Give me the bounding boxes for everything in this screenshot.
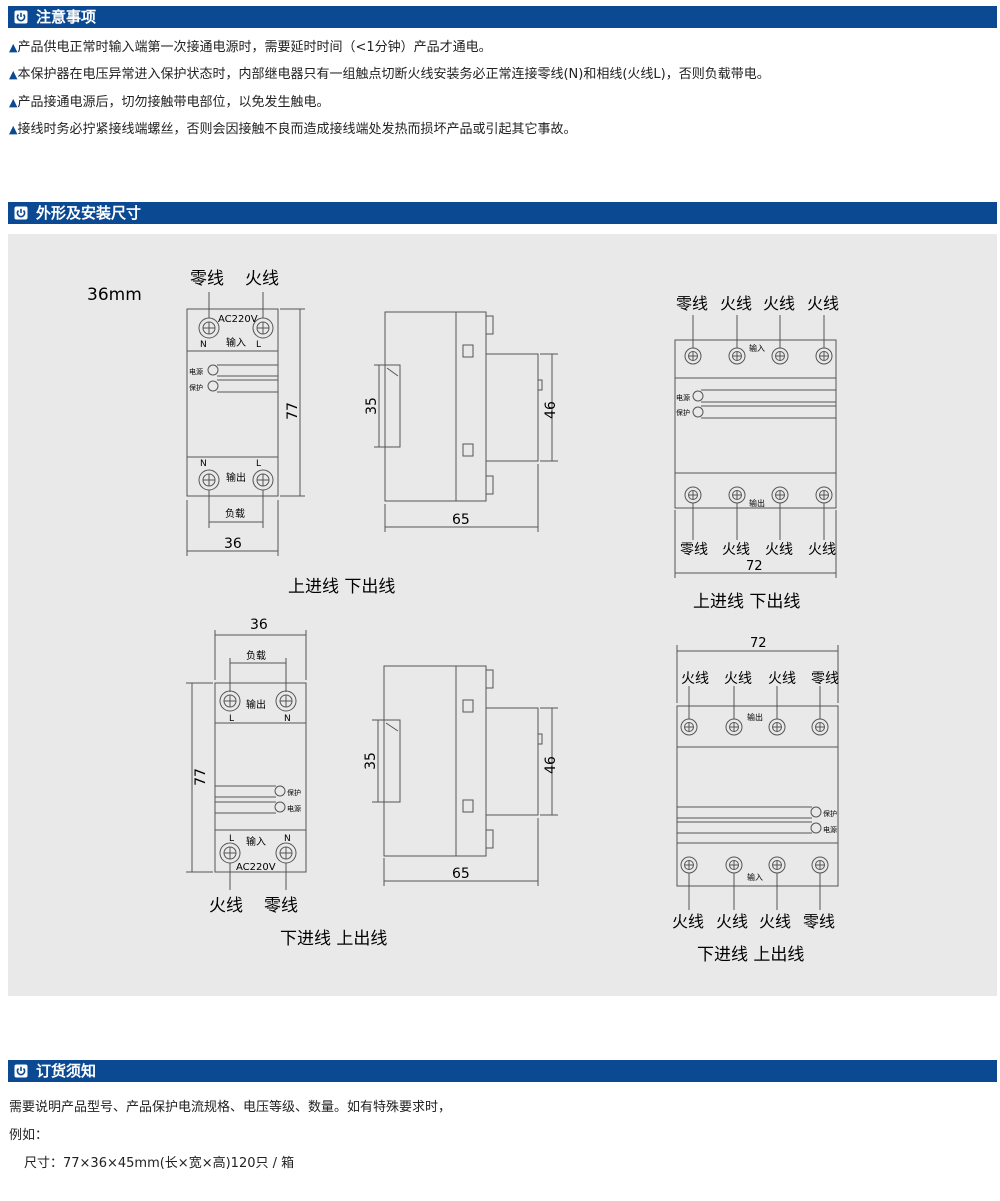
protect-indicator-label: 保护 xyxy=(189,383,203,392)
output-label: 输出 xyxy=(226,471,246,484)
svg-text:N: N xyxy=(284,714,291,724)
note-item: ▲产品接通电源后，切勿接触带电部位，以免发生触电。 xyxy=(9,95,330,110)
triangle-bullet-icon: ▲ xyxy=(9,41,18,54)
svg-text:零线: 零线 xyxy=(680,542,708,558)
front-view-4p-bottom-in xyxy=(676,705,839,887)
diagram-caption: 上进线 下出线 xyxy=(288,577,395,597)
diagram-caption: 下进线 上出线 xyxy=(697,945,804,965)
dimension-72: 72 xyxy=(746,559,763,574)
voltage-label: AC220V xyxy=(218,314,258,325)
power-indicator-label: 电源 xyxy=(189,367,203,376)
svg-text:负载: 负载 xyxy=(246,649,266,662)
section-header-notice: 注意事项 xyxy=(8,6,997,28)
svg-text:电源: 电源 xyxy=(287,804,301,813)
front-view-1p-bottom-in xyxy=(214,682,307,873)
svg-text:输出: 输出 xyxy=(747,712,763,722)
front-view-1p-top-in xyxy=(186,308,279,497)
svg-text:火线: 火线 xyxy=(765,542,793,558)
ordering-line: 需要说明产品型号、产品保护电流规格、电压等级、数量。如有特殊要求时， xyxy=(9,1100,452,1115)
wire-label: 零线 xyxy=(190,269,224,289)
svg-text:火线: 火线 xyxy=(768,671,796,687)
triangle-bullet-icon: ▲ xyxy=(9,68,18,81)
svg-text:36: 36 xyxy=(250,617,268,633)
wire-label: 火线 xyxy=(245,269,279,289)
power-icon xyxy=(14,206,28,220)
section-title: 注意事项 xyxy=(36,8,97,26)
dimension-35: 35 xyxy=(364,397,380,415)
svg-text:电源: 电源 xyxy=(676,393,690,402)
svg-text:火线: 火线 xyxy=(209,896,243,916)
diagram-caption: 下进线 上出线 xyxy=(280,929,387,949)
ordering-line: 例如： xyxy=(9,1128,49,1143)
svg-text:火线: 火线 xyxy=(681,671,709,687)
svg-text:火线: 火线 xyxy=(763,294,795,313)
side-view-1 xyxy=(374,311,558,532)
svg-text:火线: 火线 xyxy=(807,294,839,313)
svg-text:火线: 火线 xyxy=(808,542,836,558)
svg-text:零线: 零线 xyxy=(803,912,835,931)
section-header-ordering: 订货须知 xyxy=(8,1060,997,1082)
note-item: ▲本保护器在电压异常进入保护状态时，内部继电器只有一组触点切断火线安装务必正常连… xyxy=(9,67,770,82)
section-title: 外形及安装尺寸 xyxy=(36,204,142,222)
svg-text:保护: 保护 xyxy=(287,788,301,797)
load-label: 负载 xyxy=(225,507,245,520)
svg-text:72: 72 xyxy=(750,636,767,651)
svg-text:77: 77 xyxy=(193,768,209,786)
section-header-dimensions: 外形及安装尺寸 xyxy=(8,202,997,224)
triangle-bullet-icon: ▲ xyxy=(9,123,18,136)
dimension-77: 77 xyxy=(285,402,301,420)
note-item: ▲产品供电正常时输入端第一次接通电源时，需要延时时间（<1分钟）产品才通电。 xyxy=(9,40,492,55)
power-icon xyxy=(14,1064,28,1078)
svg-text:电源: 电源 xyxy=(823,825,837,834)
width-label: 36mm xyxy=(87,285,142,305)
svg-text:L: L xyxy=(256,459,261,469)
svg-text:零线: 零线 xyxy=(811,671,839,687)
diagram-panel xyxy=(8,234,997,996)
section-title: 订货须知 xyxy=(36,1062,97,1080)
svg-text:N: N xyxy=(284,834,291,844)
svg-text:AC220V: AC220V xyxy=(236,862,276,873)
dimension-36: 36 xyxy=(224,536,242,552)
svg-text:输出: 输出 xyxy=(749,498,765,508)
svg-text:输入: 输入 xyxy=(749,343,765,353)
svg-text:保护: 保护 xyxy=(823,809,837,818)
svg-text:火线: 火线 xyxy=(720,294,752,313)
svg-text:火线: 火线 xyxy=(759,912,791,931)
svg-text:L: L xyxy=(229,834,234,844)
svg-text:L: L xyxy=(229,714,234,724)
dimension-65: 65 xyxy=(452,512,470,528)
svg-text:35: 35 xyxy=(363,752,379,770)
power-icon xyxy=(14,10,28,24)
svg-text:N: N xyxy=(200,459,207,469)
svg-text:L: L xyxy=(256,340,261,350)
triangle-bullet-icon: ▲ xyxy=(9,96,18,109)
svg-text:输入: 输入 xyxy=(246,835,266,848)
svg-text:火线: 火线 xyxy=(672,912,704,931)
svg-text:火线: 火线 xyxy=(722,542,750,558)
svg-text:65: 65 xyxy=(452,866,470,882)
front-view-4p-top-in xyxy=(674,339,837,509)
svg-text:零线: 零线 xyxy=(676,294,708,313)
svg-text:保护: 保护 xyxy=(676,408,690,417)
svg-text:46: 46 xyxy=(543,756,559,774)
svg-text:火线: 火线 xyxy=(716,912,748,931)
svg-text:输出: 输出 xyxy=(246,698,266,711)
diagram-caption: 上进线 下出线 xyxy=(693,592,800,612)
svg-text:N: N xyxy=(200,340,207,350)
input-label: 输入 xyxy=(226,336,246,349)
dimension-46: 46 xyxy=(543,401,559,419)
note-item: ▲接线时务必拧紧接线端螺丝，否则会因接触不良而造成接线端处发热而损坏产品或引起其… xyxy=(9,122,577,137)
svg-text:输入: 输入 xyxy=(747,872,763,882)
svg-text:零线: 零线 xyxy=(264,896,298,916)
side-view-2 xyxy=(372,665,558,886)
ordering-line: 尺寸：77×36×45mm(长×宽×高)120只 / 箱 xyxy=(24,1156,295,1171)
svg-text:火线: 火线 xyxy=(724,671,752,687)
